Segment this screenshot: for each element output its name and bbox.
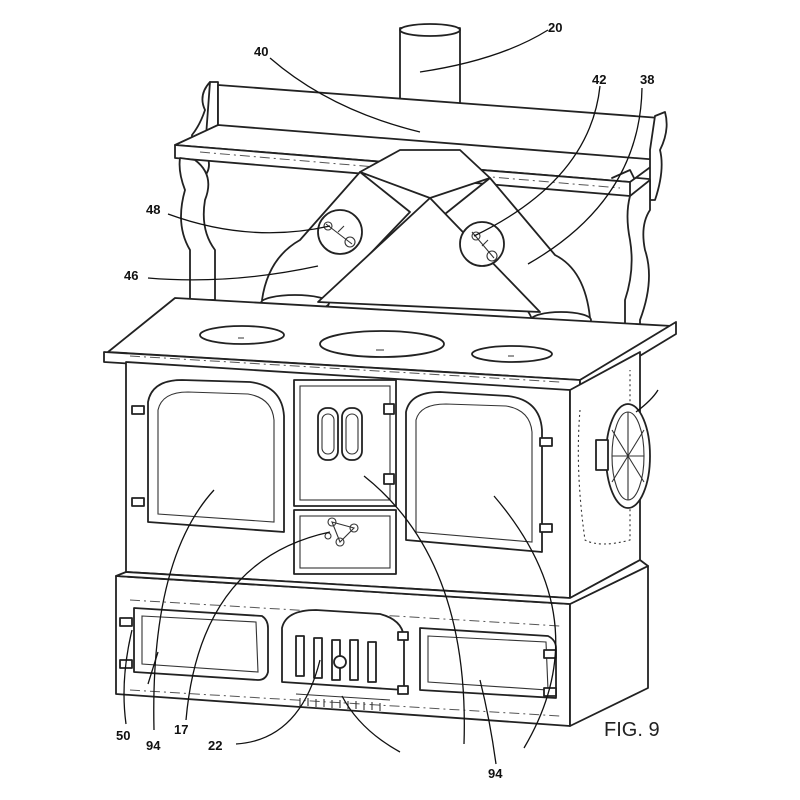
ash-door [281,609,409,711]
ref-20: 20 [548,20,562,35]
ref-42: 42 [592,72,606,87]
lower-right-door [419,627,557,699]
left-oven-door [131,379,285,533]
ref-94-left: 94 [146,738,161,753]
ref-48: 48 [146,202,160,217]
ref-50: 50 [116,728,130,743]
ref-46: 46 [124,268,138,283]
right-oven-door [405,391,553,553]
leader-lines [123,29,659,765]
ref-40: 40 [254,44,268,59]
ref-17: 17 [174,722,188,737]
firebox-door [293,379,397,575]
ref-94-right: 94 [488,766,503,781]
ref-22: 22 [208,738,222,753]
figure-label: FIG. 9 [604,719,660,741]
flue-pipes [260,149,592,329]
ref-38: 38 [640,72,654,87]
cooktop [103,297,677,393]
